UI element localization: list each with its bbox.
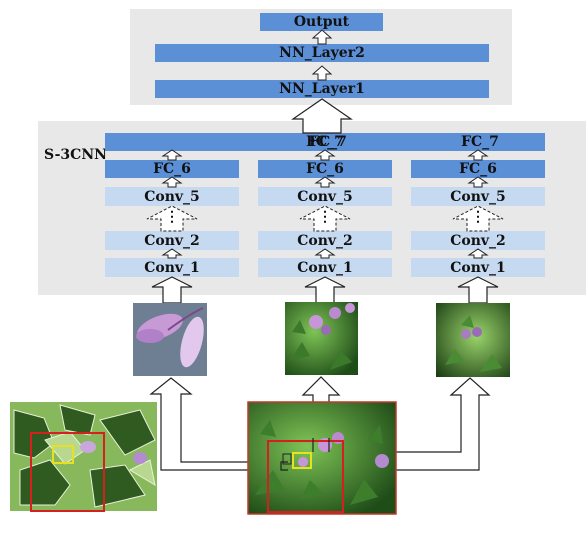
s3cnn-title: S-3CNN xyxy=(44,147,107,163)
patch-image-1 xyxy=(133,303,207,376)
small-up-arrows xyxy=(291,29,353,134)
arrow-col2-fc6-fc7 xyxy=(314,149,336,161)
arrow-col1-conv1-conv2 xyxy=(161,248,183,259)
ellipsis-col2: ⋮ xyxy=(318,209,332,225)
arrow-col3-conv5-fc6 xyxy=(467,176,489,188)
ellipsis-col3: ⋮ xyxy=(471,209,485,225)
conv5-block-col1: Conv_5 xyxy=(105,187,239,206)
arrow-layer2-to-output xyxy=(311,29,333,45)
conv1-block-col2: Conv_1 xyxy=(258,258,392,277)
arrow-patch1-to-conv1 xyxy=(151,276,193,304)
conv2-block-col2: Conv_2 xyxy=(258,231,392,250)
arrow-fc7-to-layer1 xyxy=(291,98,353,134)
arrow-col3-conv1-conv2 xyxy=(467,248,489,259)
conv2-block-col3: Conv_2 xyxy=(411,231,545,250)
nn-layer1-block: NN_Layer1 xyxy=(155,80,489,98)
arrow-patch3-to-conv1 xyxy=(457,276,499,304)
source-natural-image xyxy=(247,401,397,515)
dashed-arrow-col3 xyxy=(452,205,504,232)
arrow-col3-fc6-fc7 xyxy=(467,149,489,161)
output-block: Output xyxy=(260,13,383,31)
fc6-block-col2: FC_6 xyxy=(258,160,392,178)
arrow-col1-conv5-fc6 xyxy=(161,176,183,188)
arrow-col2-conv5-fc6 xyxy=(314,176,336,188)
conv1-block-col1: Conv_1 xyxy=(105,258,239,277)
dashed-arrow-col2 xyxy=(299,205,351,232)
arrow-col2-conv1-conv2 xyxy=(314,248,336,259)
patch-image-3 xyxy=(436,303,510,377)
fc7-block-label-3: FC_7 xyxy=(461,134,499,150)
connector-to-patch3 xyxy=(395,377,491,471)
arrow-layer1-to-layer2 xyxy=(311,65,333,81)
segmentation-image xyxy=(10,402,157,512)
fc7-block-label-2: FC_7 xyxy=(309,134,347,150)
fc6-block-col3: FC_6 xyxy=(411,160,545,178)
dashed-arrow-col1 xyxy=(146,205,198,232)
conv2-block-col1: Conv_2 xyxy=(105,231,239,250)
nn-layer2-block: NN_Layer2 xyxy=(155,44,489,62)
conv5-block-col2: Conv_5 xyxy=(258,187,392,206)
fc7-block: FC_7 xyxy=(105,133,545,151)
patch-image-2 xyxy=(285,302,358,375)
ellipsis-col1: ⋮ xyxy=(165,209,179,225)
conv5-block-col3: Conv_5 xyxy=(411,187,545,206)
conv1-block-col3: Conv_1 xyxy=(411,258,545,277)
arrow-patch2-to-conv1 xyxy=(304,276,346,304)
fc6-block-col1: FC_6 xyxy=(105,160,239,178)
arrow-col1-fc6-fc7 xyxy=(161,149,183,161)
